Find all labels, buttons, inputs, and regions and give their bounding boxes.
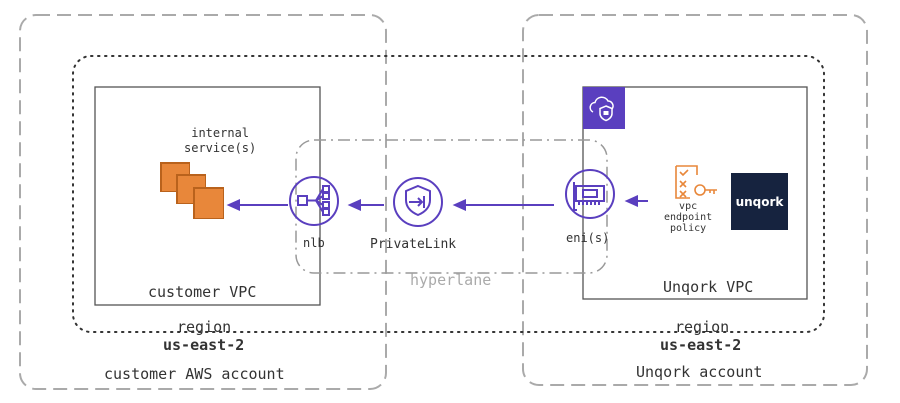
unqork-region-label: region <box>675 318 730 336</box>
vpc-endpoint-policy-icon <box>675 165 717 199</box>
unqork-logo: unqork <box>731 173 788 230</box>
eni-icon <box>565 169 615 219</box>
customer-vpc-label: customer VPC <box>148 283 257 301</box>
nlb-icon <box>289 176 339 226</box>
unqork-account-boundary <box>522 14 868 386</box>
customer-region-label: region <box>177 318 232 336</box>
flow-arrows <box>226 194 648 212</box>
vpc-shield-icon <box>583 87 625 129</box>
nlb-label: nlb <box>303 236 325 250</box>
vpc-endpoint-policy-label: vpc endpoint policy <box>664 201 713 234</box>
privatelink-label: PrivateLink <box>370 237 457 252</box>
unqork-region-name: us-east-2 <box>660 336 742 354</box>
privatelink-icon <box>393 177 443 227</box>
internal-services-label: internal service(s) <box>184 126 257 155</box>
unqork-account-label: Unqork account <box>636 363 763 381</box>
hyperlane-boundary <box>295 139 608 274</box>
unqork-vpc-label: Unqork VPC <box>663 278 754 296</box>
region-boundary <box>72 55 825 333</box>
customer-account-boundary <box>19 14 387 390</box>
customer-region-name: us-east-2 <box>163 336 245 354</box>
customer-account-label: customer AWS account <box>104 365 285 383</box>
eni-label: eni(s) <box>566 231 610 245</box>
internal-services-icon <box>160 162 224 219</box>
hyperlane-label: hyperlane <box>410 271 492 289</box>
